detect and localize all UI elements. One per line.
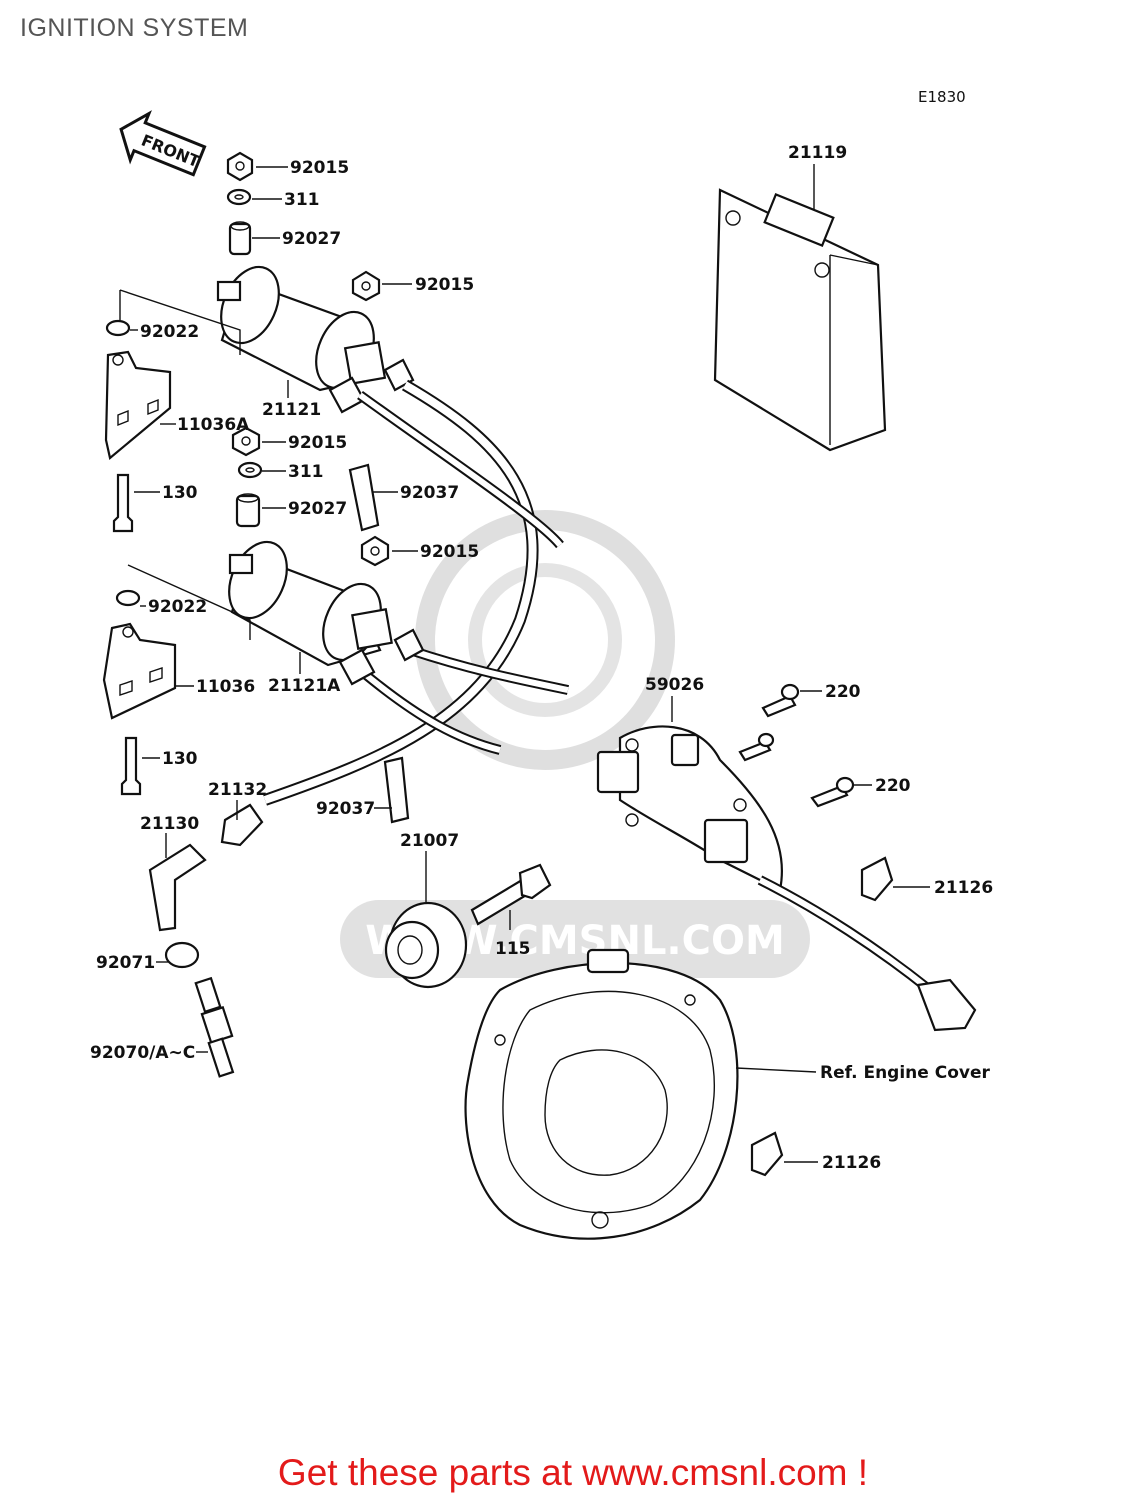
clamp-92037-top [348,463,380,532]
part-label: 130 [162,483,198,503]
part-label: 21119 [788,143,847,163]
bolt-130-top [112,473,134,533]
nut-92015-top [226,151,254,182]
part-label: 92071 [96,953,155,973]
seal-92071 [164,941,200,969]
part-label: 130 [162,749,198,769]
part-label: 21130 [140,814,199,834]
page-title: IGNITION SYSTEM [20,14,249,42]
part-label: 59026 [645,675,704,695]
part-label: 92027 [282,229,341,249]
ignition-coil-21121a [228,540,425,686]
nut-92015-coil1 [351,270,381,302]
part-label: 21121A [268,676,341,696]
part-label: 220 [875,776,911,796]
part-label: 92015 [288,433,347,453]
screw-220-bottom [810,784,849,808]
pickup-coil-59026 [596,725,783,892]
footer-cta-link[interactable]: Get these parts at www.cmsnl.com ! [277,1452,869,1493]
engine-cover [464,948,739,1240]
part-labels: 92015 311 92027 92015 92022 21121 11036A… [90,143,993,1173]
clamp-21126-bottom [750,1131,784,1177]
spark-plug-92070 [194,976,235,1078]
part-label: Ref. Engine Cover [820,1063,990,1083]
part-label: 92015 [420,542,479,562]
bolt-115 [470,863,552,926]
bracket-11036 [102,622,177,720]
part-label: 115 [495,939,531,959]
part-label: 21132 [208,780,267,800]
nut-92015-mid [231,426,261,457]
clamp-21126-top [860,856,894,902]
cap-21132 [220,803,264,847]
igniter-21119 [713,188,887,452]
part-label: 220 [825,682,861,702]
leader-lines [130,164,930,1163]
front-arrow-icon: FRONT [119,110,207,177]
screw-220-top [761,694,797,718]
part-label: 92022 [140,322,199,342]
plug-cap-21130 [148,843,207,932]
part-label: 92015 [415,275,474,295]
washer-92022-top [105,319,131,337]
connector [916,978,977,1032]
figure-code: E1830 [918,88,966,106]
washer-92022-bottom [115,589,141,607]
part-label: 92037 [400,483,459,503]
nut-92015-coil2 [360,535,390,567]
timing-rotor-21007 [384,901,468,989]
part-label: 92015 [290,158,349,178]
bracket-11036a [104,350,172,461]
part-label: 21007 [400,831,459,851]
ignition-coil-21121 [216,265,415,414]
part-label: 92027 [288,499,347,519]
part-label: 311 [284,190,320,210]
washer-311-mid [237,461,263,479]
part-label: 21121 [262,400,321,420]
collar-92027-mid [235,493,261,528]
part-label: 11036 [196,677,255,697]
clamp-92037-bottom [383,756,410,824]
part-label: 92022 [148,597,207,617]
part-label: 21126 [822,1153,881,1173]
part-label: 92037 [316,799,375,819]
part-label: 11036A [177,415,250,435]
washer-311-top [226,188,252,206]
collar-92027-top [228,221,252,256]
part-label: 311 [288,462,324,482]
part-label: 92070/A∼C [90,1043,195,1063]
screw-220-mid [738,740,772,762]
part-label: 21126 [934,878,993,898]
bolt-130-bottom [120,736,142,796]
